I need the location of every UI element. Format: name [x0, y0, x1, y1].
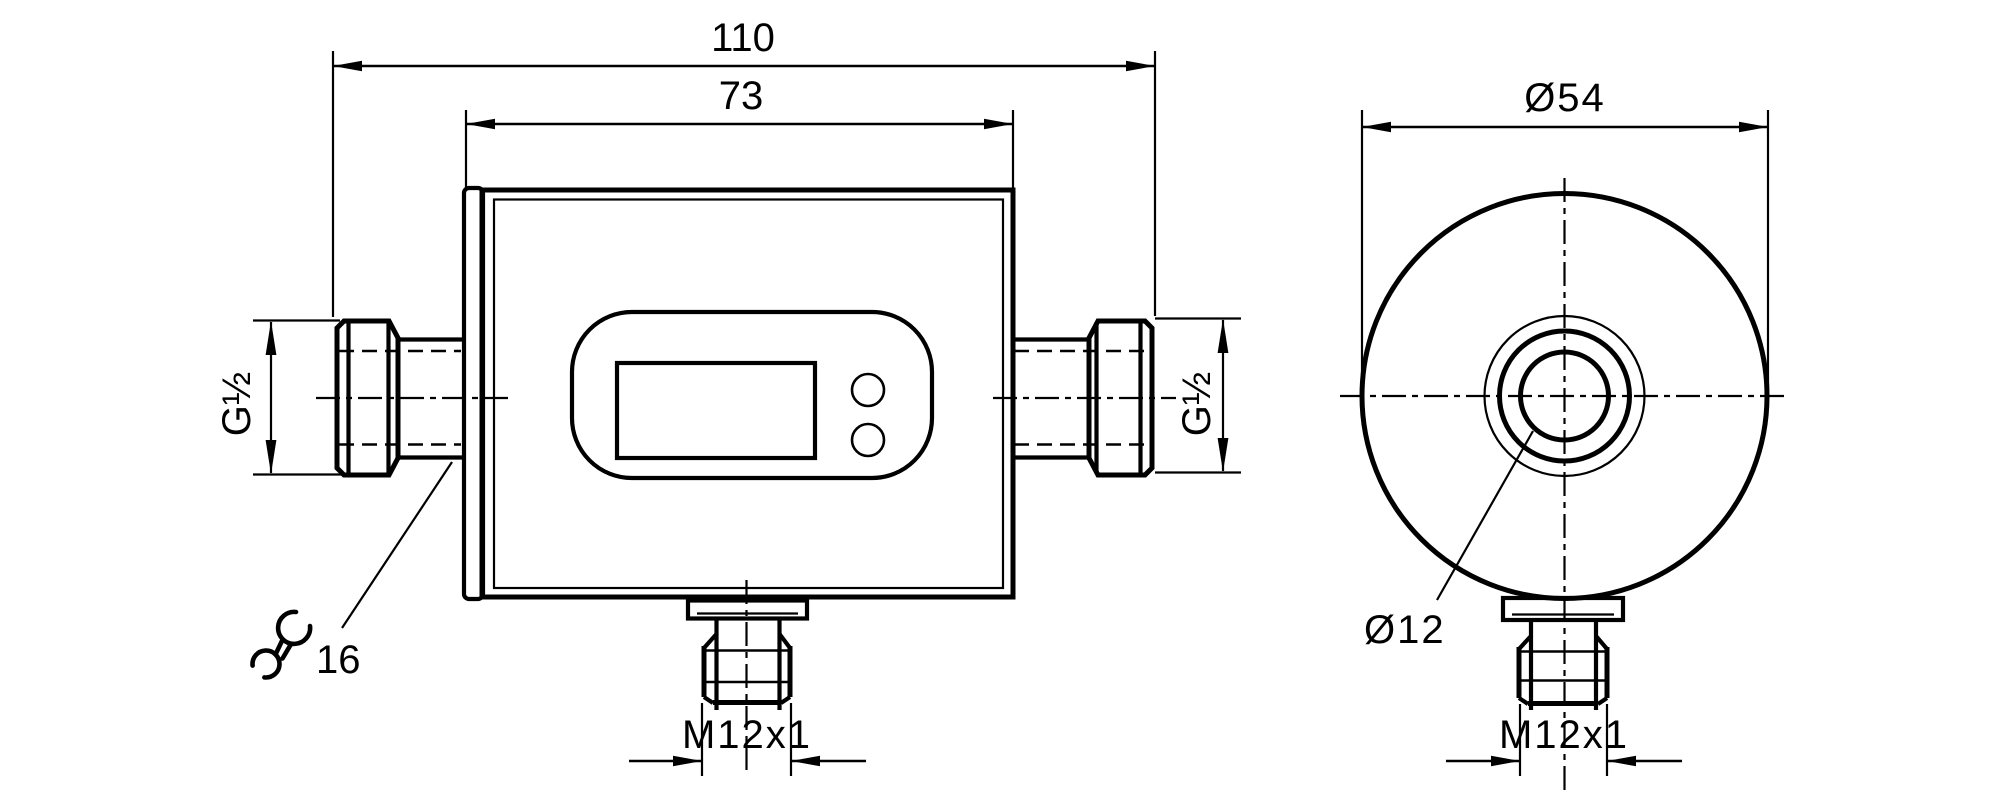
dim-connector-side: M12x1: [1446, 704, 1682, 776]
dim-connector-front: M12x1: [629, 703, 866, 776]
display-panel: [569, 309, 935, 481]
housing-inner-edge: [492, 198, 1005, 590]
dim-label-bore-diameter: Ø12: [1364, 608, 1446, 652]
dim-outer-diameter: Ø54: [1360, 76, 1770, 390]
housing-face: [1340, 178, 1789, 790]
fitting-right: [993, 318, 1176, 478]
wrench-icon: [250, 609, 313, 680]
dim-label-connector-front: M12x1: [682, 713, 812, 757]
dim-thread-left: G½: [215, 319, 348, 476]
dim-housing-length: 73: [464, 74, 1015, 188]
dim-label-outer-diameter: Ø54: [1524, 76, 1606, 120]
dim-label-connector-side: M12x1: [1499, 713, 1629, 757]
display-bezel: [569, 309, 935, 481]
connector-collar-side: [1500, 595, 1626, 623]
side-view: Ø54 Ø12: [1340, 76, 1789, 790]
pushbutton-bottom: [850, 422, 886, 458]
dim-label-housing-length: 73: [719, 74, 764, 118]
connector-bottom-front: [685, 580, 810, 770]
wrench-callout: 16: [250, 461, 453, 682]
lcd-screen: [614, 360, 818, 461]
pushbutton-top: [850, 372, 886, 408]
hex-nut-right: [1086, 318, 1155, 478]
wrench-leader-line: [341, 461, 453, 629]
wrench-size-label: 16: [316, 638, 361, 682]
dim-overall-length: 110: [331, 16, 1157, 317]
bore-callout: Ø12: [1364, 430, 1534, 652]
fitting-left: [316, 318, 508, 478]
dim-label-thread-right: G½: [1175, 372, 1219, 436]
bore-leader-line: [1436, 430, 1534, 601]
hex-nut-left: [334, 318, 401, 478]
dim-label-overall-length: 110: [711, 16, 775, 60]
front-view: 110 73: [215, 16, 1241, 776]
dim-thread-right: G½: [1155, 317, 1241, 474]
connector-bottom-side: [1500, 595, 1626, 710]
dim-label-thread-left: G½: [215, 372, 259, 436]
